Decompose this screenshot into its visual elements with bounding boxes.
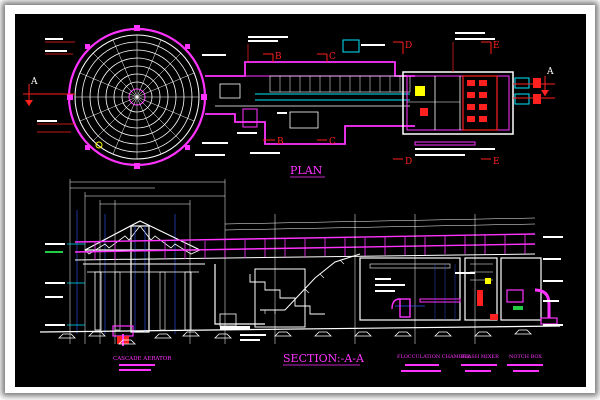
section-view: SECTION:-A-A CASCADE AERATOR FLOCCULATIO… <box>39 179 563 372</box>
section-mark-c-top: C <box>329 52 336 62</box>
section-mark-d-top: D <box>405 41 412 51</box>
plan-inlet-channel <box>205 61 415 145</box>
section-handrail <box>74 233 536 261</box>
section-left-levels <box>45 243 85 326</box>
section-title: SECTION:-A-A <box>283 352 365 365</box>
cad-canvas: A <box>15 14 586 387</box>
section-right-levels <box>543 236 563 326</box>
section-mark-a-left: A <box>30 77 38 87</box>
caption-flash-mixer: FLASH MIXER <box>461 354 499 360</box>
section-mark-b-bottom: B <box>277 137 284 147</box>
section-flocculation <box>359 257 558 325</box>
plan-top-notes <box>195 36 385 156</box>
plan-cascade-aerator <box>67 25 207 169</box>
section-ground-footings <box>39 325 561 345</box>
plan-title: PLAN <box>290 164 323 177</box>
section-stepped-channel <box>214 253 361 330</box>
section-mark-b-top: B <box>275 52 282 62</box>
caption-cascade-aerator: CASCADE AERATOR <box>113 356 172 362</box>
caption-flocculation-chamber: FLOCCULATION CHAMBER <box>397 354 470 360</box>
section-mark-c-bottom: C <box>329 137 336 147</box>
plan-section-line-a-left: A <box>23 77 75 106</box>
section-mark-e-top: E <box>493 41 500 51</box>
section-dimensions-right <box>224 214 536 344</box>
cad-drawing: A <box>23 25 563 372</box>
drawing-frame: A <box>5 5 595 393</box>
plan-left-leaders <box>37 41 75 133</box>
plan-view: A <box>23 25 555 178</box>
section-mark-e-bottom: E <box>493 157 500 167</box>
plan-section-cuts-bottom: B C D E <box>263 137 500 167</box>
plan-flocculation-chamber: A <box>402 32 555 156</box>
caption-notch-box: NOTCH BOX <box>509 354 542 360</box>
section-base-notes <box>240 278 498 341</box>
section-mark-a-right: A <box>546 67 554 77</box>
section-dimensions-top <box>69 179 226 344</box>
plan-section-cuts-top: B C D E <box>263 41 500 62</box>
section-mark-d-bottom: D <box>405 157 412 167</box>
